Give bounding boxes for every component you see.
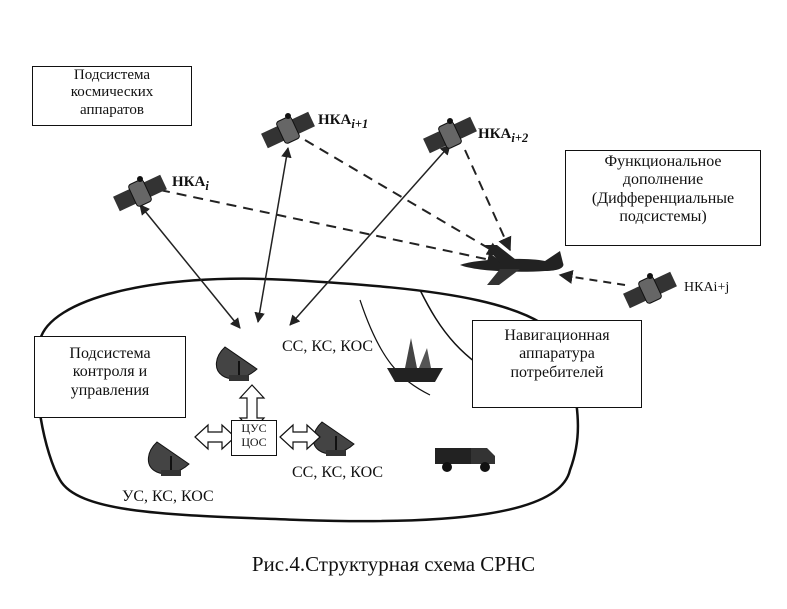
link-sat2-ground xyxy=(254,146,292,324)
antenna-dish-icon xyxy=(215,346,258,381)
functional-addition-line-4: подсистемы) xyxy=(619,208,707,226)
airplane-icon xyxy=(460,245,564,285)
satellite-label-i2-text: НКА xyxy=(478,126,512,142)
satellite-icon xyxy=(622,271,678,309)
satellite-icon xyxy=(422,116,478,154)
antenna-dish-icon xyxy=(147,441,190,476)
satellite-label-i-text: НКА xyxy=(172,174,206,190)
link-center-left xyxy=(194,423,236,451)
functional-addition-line-2: дополнение xyxy=(622,171,704,189)
control-subsystem-line-2: контроля и xyxy=(72,363,148,381)
space-subsystem-line-2: космических xyxy=(70,84,154,101)
control-subsystem-box: Подсистема контроля и управления xyxy=(34,336,186,418)
figure-caption: Рис.4.Структурная схема СРНС xyxy=(251,552,536,576)
satellite-label-i: НКАi xyxy=(172,174,209,194)
control-subsystem-line-3: управления xyxy=(70,381,150,399)
nav-equipment-line-2: аппаратура xyxy=(519,345,595,363)
space-subsystem-line-1: Подсистема xyxy=(73,67,151,83)
satellite-icon xyxy=(260,111,316,149)
functional-addition-line-1: Функциональное xyxy=(604,153,722,170)
satellite-label-i1-text: НКА xyxy=(318,112,352,128)
control-subsystem-line-1: Подсистема xyxy=(69,345,151,362)
nav-equipment-line-3: потребителей xyxy=(510,363,604,381)
link-sat1-ground xyxy=(139,204,241,329)
dash-sat4-plane xyxy=(558,269,626,286)
functional-addition-box: Функциональное дополнение (Дифференциаль… xyxy=(565,150,761,246)
functional-addition-line-3: (Дифференциальные xyxy=(591,189,735,207)
station-top-label: СС, КС, КОС xyxy=(282,338,373,355)
dash-sat2-plane xyxy=(304,139,502,256)
space-subsystem-box: Подсистема космических аппаратов xyxy=(32,66,192,126)
control-center-box: ЦУС ЦОС xyxy=(231,420,277,456)
satellite-label-i-sub: i xyxy=(205,179,209,193)
nav-equipment-line-1: Навигационная xyxy=(504,327,610,344)
satellite-label-i1-sub: i+1 xyxy=(351,117,369,131)
link-sat3-ground xyxy=(289,144,451,326)
antenna-dish-icon xyxy=(312,421,355,456)
dash-sat1-plane xyxy=(159,189,502,267)
space-subsystem-line-3: аппаратов xyxy=(80,101,144,118)
satellite-label-ij: НКАi+j xyxy=(684,280,730,295)
control-center-line-2: ЦОС xyxy=(241,435,267,450)
satellite-label-i1: НКАi+1 xyxy=(318,112,368,132)
satellite-icon xyxy=(112,174,168,212)
truck-icon xyxy=(435,448,495,472)
station-left-label: УС, КС, КОС xyxy=(122,488,214,505)
link-center-right xyxy=(279,423,321,451)
satellite-label-i2: НКАi+2 xyxy=(478,126,528,146)
nav-equipment-box: Навигационная аппаратура потребителей xyxy=(472,320,642,408)
dash-sat3-plane xyxy=(464,149,512,252)
station-right-label: СС, КС, КОС xyxy=(292,464,383,481)
control-center-line-1: ЦУС xyxy=(241,421,267,435)
ship-icon xyxy=(387,338,443,382)
satellite-label-i2-sub: i+2 xyxy=(511,131,529,145)
